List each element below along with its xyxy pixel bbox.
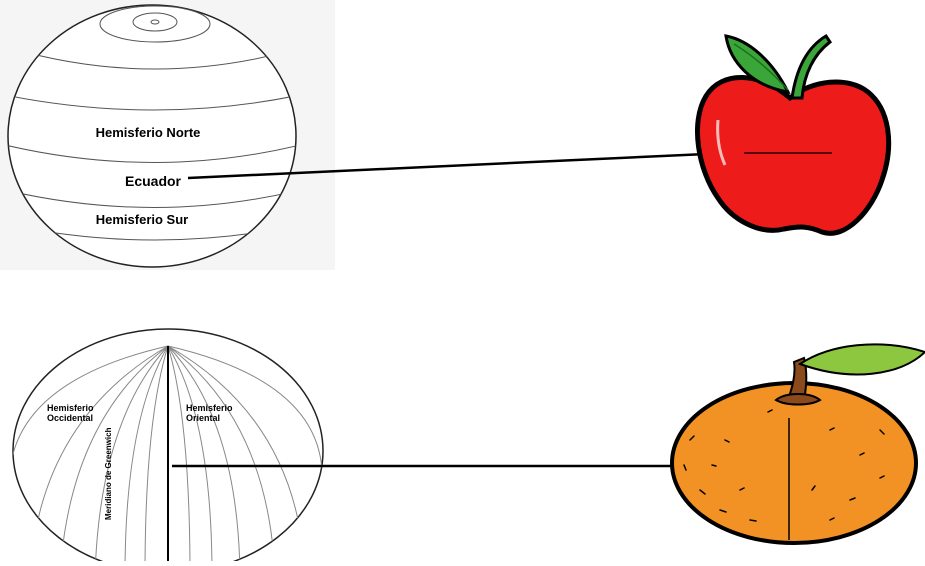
apple-icon: [694, 33, 892, 236]
label-hemisferio-oriental: Hemisferio Oriental: [186, 403, 235, 423]
latitude-ring: [132, 12, 178, 32]
label-meridiano-greenwich: Meridiano de Greenwich: [104, 427, 113, 520]
orange-stem: [786, 356, 808, 404]
latitude-line: [8, 144, 296, 163]
latitude-line: [8, 94, 296, 111]
label-hemisferio-norte: Hemisferio Norte: [96, 125, 201, 140]
meridian-line: [167, 345, 241, 566]
meridian-line: [94, 345, 169, 566]
label-ecuador: Ecuador: [125, 173, 182, 189]
meridian-line: [144, 345, 169, 566]
orange-body: [670, 381, 918, 545]
globe-latitude: Hemisferio Norte Ecuador Hemisferio Sur: [0, 0, 335, 270]
meridian-line: [59, 345, 169, 566]
meridian-line: [167, 345, 323, 471]
apple-leaf: [724, 34, 791, 94]
latitude-ring: [150, 19, 160, 25]
meridian-line: [167, 345, 276, 566]
apple-stem: [790, 33, 833, 100]
label-hemisferio-sur: Hemisferio Sur: [96, 212, 188, 227]
meridian-line: [167, 345, 213, 566]
meridian-line: [124, 345, 169, 566]
meridian-line: [13, 345, 169, 471]
label-hemisferio-occidental: Hemisferio Occidental: [47, 403, 96, 423]
meridian-line: [167, 345, 191, 566]
globe-outline: [7, 4, 297, 268]
latitude-ring: [99, 5, 211, 43]
latitude-line: [9, 47, 296, 70]
orange-icon: [670, 343, 925, 545]
globe-longitude: Hemisferio Occidental Hemisferio Orienta…: [12, 328, 324, 566]
apple-body: [694, 75, 892, 236]
latitude-line: [8, 189, 296, 208]
orange-leaf: [797, 343, 925, 376]
arrow-equator-to-apple: [187, 148, 730, 180]
